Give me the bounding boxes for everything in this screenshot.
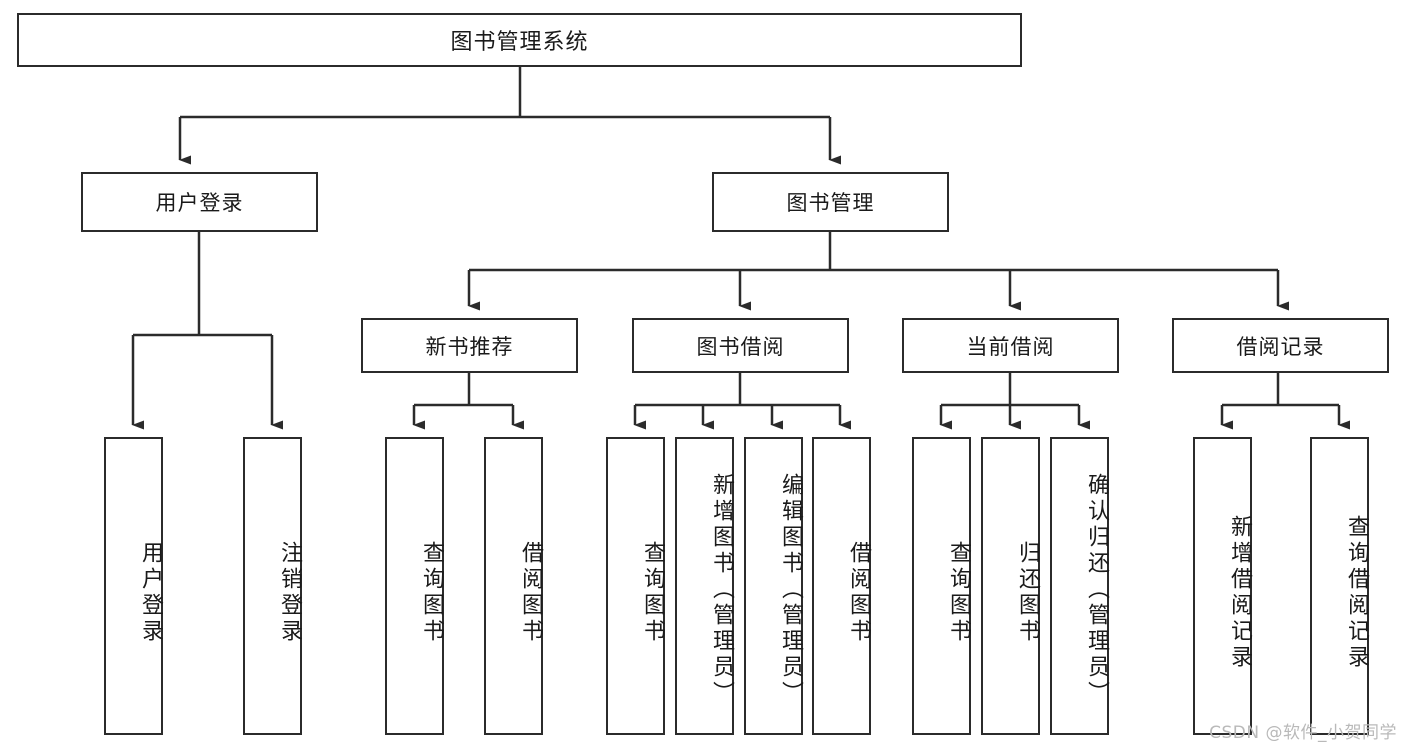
- node-book-management[interactable]: 图书管理: [712, 172, 949, 232]
- leaf-return-book[interactable]: 归还图书: [981, 437, 1040, 735]
- leaf-add-borrow-record[interactable]: 新增借阅记录: [1193, 437, 1252, 735]
- leaf-query-book-current[interactable]: 查询图书: [912, 437, 971, 735]
- leaf-query-book-recommend[interactable]: 查询图书: [385, 437, 444, 735]
- leaf-confirm-return-admin[interactable]: 确认归还（管理员）: [1050, 437, 1109, 735]
- node-book-borrow[interactable]: 图书借阅: [632, 318, 849, 373]
- node-root-book-management-system[interactable]: 图书管理系统: [17, 13, 1022, 67]
- node-borrow-record[interactable]: 借阅记录: [1172, 318, 1389, 373]
- node-user-login[interactable]: 用户登录: [81, 172, 318, 232]
- leaf-borrow-book[interactable]: 借阅图书: [812, 437, 871, 735]
- node-current-borrow[interactable]: 当前借阅: [902, 318, 1119, 373]
- leaf-borrow-book-recommend[interactable]: 借阅图书: [484, 437, 543, 735]
- watermark: CSDN @软件_小贺同学: [1209, 723, 1397, 743]
- node-new-book-recommend[interactable]: 新书推荐: [361, 318, 578, 373]
- leaf-query-book-borrow[interactable]: 查询图书: [606, 437, 665, 735]
- leaf-user-login[interactable]: 用户登录: [104, 437, 163, 735]
- leaf-logout-login[interactable]: 注销登录: [243, 437, 302, 735]
- leaf-query-borrow-record[interactable]: 查询借阅记录: [1310, 437, 1369, 735]
- leaf-edit-book-admin[interactable]: 编辑图书（管理员）: [744, 437, 803, 735]
- leaf-add-book-admin[interactable]: 新增图书（管理员）: [675, 437, 734, 735]
